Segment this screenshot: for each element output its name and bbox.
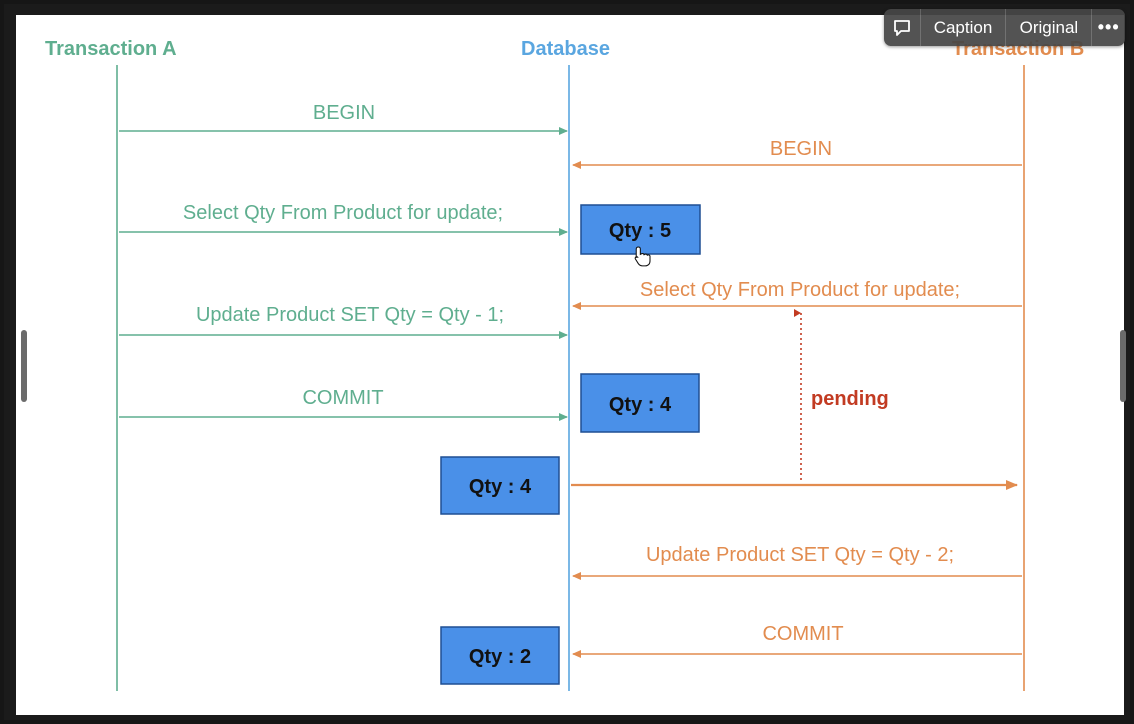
qty-box-4-to-b-label: Qty : 4	[469, 476, 532, 498]
msg-b-update-label: Update Product SET Qty = Qty - 2;	[646, 544, 954, 566]
msg-a-select-label: Select Qty From Product for update;	[183, 202, 503, 224]
ellipsis-icon: •••	[1097, 17, 1120, 37]
msg-a-begin-label: BEGIN	[313, 102, 375, 124]
more-options-button[interactable]: •••	[1092, 9, 1125, 46]
original-button-label: Original	[1019, 17, 1079, 37]
lane-header-database: Database	[521, 38, 610, 60]
caption-button-label: Caption	[933, 17, 993, 37]
msg-b-commit-label: COMMIT	[762, 623, 843, 645]
msg-b-select-label: Select Qty From Product for update;	[640, 279, 960, 301]
sequence-diagram: Transaction A Database Transaction B BEG…	[45, 38, 1084, 691]
speech-bubble-icon	[893, 19, 910, 36]
qty-box-2	[440, 626, 560, 685]
caption-button[interactable]: Caption	[921, 9, 1007, 46]
qty-box-5	[580, 204, 701, 255]
comment-button[interactable]	[884, 9, 921, 46]
qty-box-4-to-b	[440, 456, 560, 515]
lane-header-transaction-a: Transaction A	[45, 38, 177, 60]
qty-box-5-label: Qty : 5	[609, 220, 671, 242]
qty-box-2-label: Qty : 2	[469, 646, 531, 668]
original-button[interactable]: Original	[1006, 9, 1093, 46]
qty-box-4-after-update	[580, 373, 700, 433]
left-resize-handle[interactable]	[21, 330, 27, 402]
qty-box-4-after-update-label: Qty : 4	[609, 394, 672, 416]
slide-canvas: Transaction A Database Transaction B BEG…	[16, 15, 1124, 715]
pending-label: pending	[811, 388, 889, 410]
msg-b-begin-label: BEGIN	[770, 138, 832, 160]
video-frame: Transaction A Database Transaction B BEG…	[4, 4, 1130, 720]
video-overlay-toolbar: Caption Original •••	[884, 9, 1125, 46]
hand-pointer-cursor-icon	[634, 246, 651, 267]
msg-a-update-label: Update Product SET Qty = Qty - 1;	[196, 304, 504, 326]
msg-a-commit-label: COMMIT	[302, 387, 383, 409]
right-resize-handle[interactable]	[1120, 330, 1126, 402]
